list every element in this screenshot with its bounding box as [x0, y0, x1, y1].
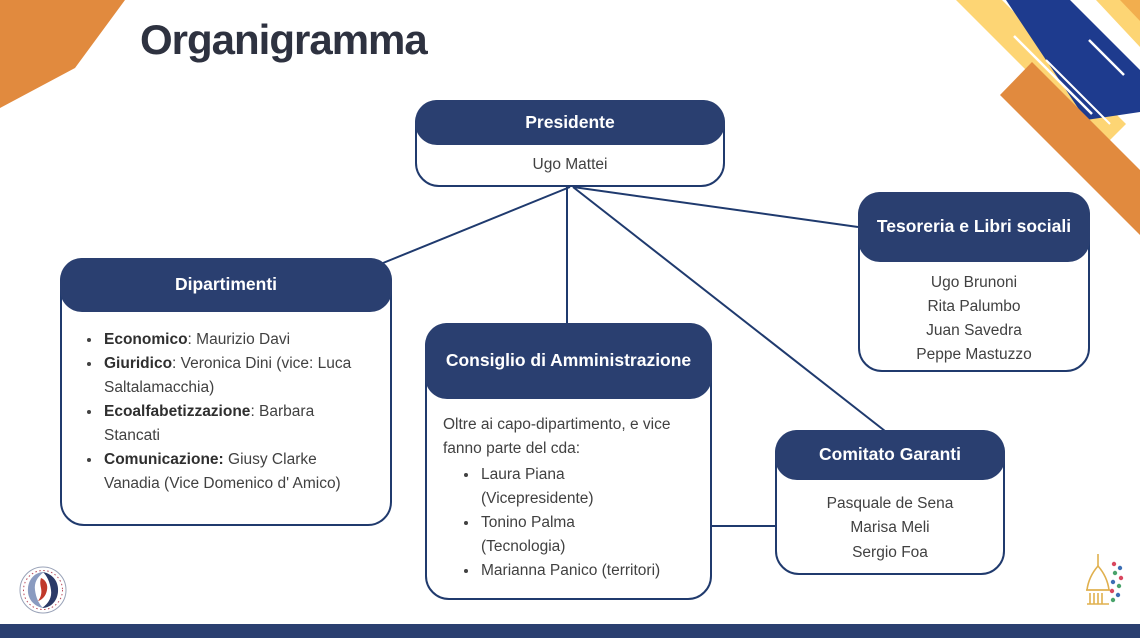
member-name: Marisa Meli — [850, 519, 930, 537]
org-box-presidente-header: Presidente — [415, 100, 725, 145]
list-item: Laura Piana (Vicepresidente) — [479, 463, 681, 511]
member-name: Peppe Mastuzzo — [916, 346, 1032, 364]
list-item: Tonino Palma (Tecnologia) — [479, 511, 681, 559]
connector-lines — [382, 186, 886, 527]
org-box-comitato: Comitato Garanti Pasquale de Sena Marisa… — [775, 430, 1005, 575]
member-name: Ugo Brunoni — [930, 273, 1018, 291]
org-box-comitato-body: Pasquale de Sena Marisa Meli Sergio Foa — [777, 480, 1003, 573]
department-list: Economico: Maurizio Davi Giuridico: Vero… — [76, 328, 372, 496]
org-box-tesoreria-body: Ugo Brunoni Rita Palumbo Juan Savedra Pe… — [860, 262, 1088, 370]
org-box-dipartimenti-body: Economico: Maurizio Davi Giuridico: Vero… — [62, 312, 390, 524]
association-logo — [19, 566, 67, 614]
page-title: Organigramma — [140, 16, 428, 63]
list-item: Comunicazione: Giusy Clarke Vanadia (Vic… — [102, 448, 372, 496]
org-box-comitato-header: Comitato Garanti — [775, 430, 1005, 480]
consiglio-intro: Oltre ai capo-dipartimento, e vice fanno… — [443, 416, 671, 458]
member-name: Ugo Mattei — [532, 155, 608, 173]
member-name: Rita Palumbo — [927, 297, 1021, 315]
member-name: Pasquale de Sena — [826, 495, 954, 513]
org-box-consiglio-header: Consiglio di Amministrazione — [425, 323, 712, 399]
list-item: Marianna Panico (territori) — [479, 559, 681, 583]
org-box-presidente-body: Ugo Mattei — [417, 145, 723, 185]
confetti-dots — [1109, 561, 1124, 603]
org-box-consiglio-body: Oltre ai capo-dipartimento, e vice fanno… — [427, 399, 710, 598]
consiglio-list: Laura Piana (Vicepresidente) Tonino Palm… — [443, 463, 696, 583]
org-box-consiglio: Consiglio di Amministrazione Oltre ai ca… — [425, 323, 712, 600]
member-name: Sergio Foa — [852, 543, 928, 561]
list-item: Ecoalfabetizzazione: Barbara Stancati — [102, 400, 372, 448]
corner-decoration-top-right — [956, 0, 1140, 235]
list-item: Giuridico: Veronica Dini (vice: Luca Sal… — [102, 352, 372, 400]
member-name: Juan Savedra — [926, 322, 1022, 339]
org-box-presidente: Presidente Ugo Mattei — [415, 100, 725, 187]
footer-bar — [0, 624, 1140, 638]
org-box-tesoreria: Tesoreria e Libri sociali Ugo Brunoni Ri… — [858, 192, 1090, 372]
org-box-tesoreria-header: Tesoreria e Libri sociali — [858, 192, 1090, 262]
list-item: Economico: Maurizio Davi — [102, 328, 372, 352]
org-box-dipartimenti-header: Dipartimenti — [60, 258, 392, 312]
org-box-dipartimenti: Dipartimenti Economico: Maurizio Davi Gi… — [60, 258, 392, 526]
corner-decoration-top-left — [0, 0, 125, 108]
mole-logo — [1086, 554, 1124, 605]
